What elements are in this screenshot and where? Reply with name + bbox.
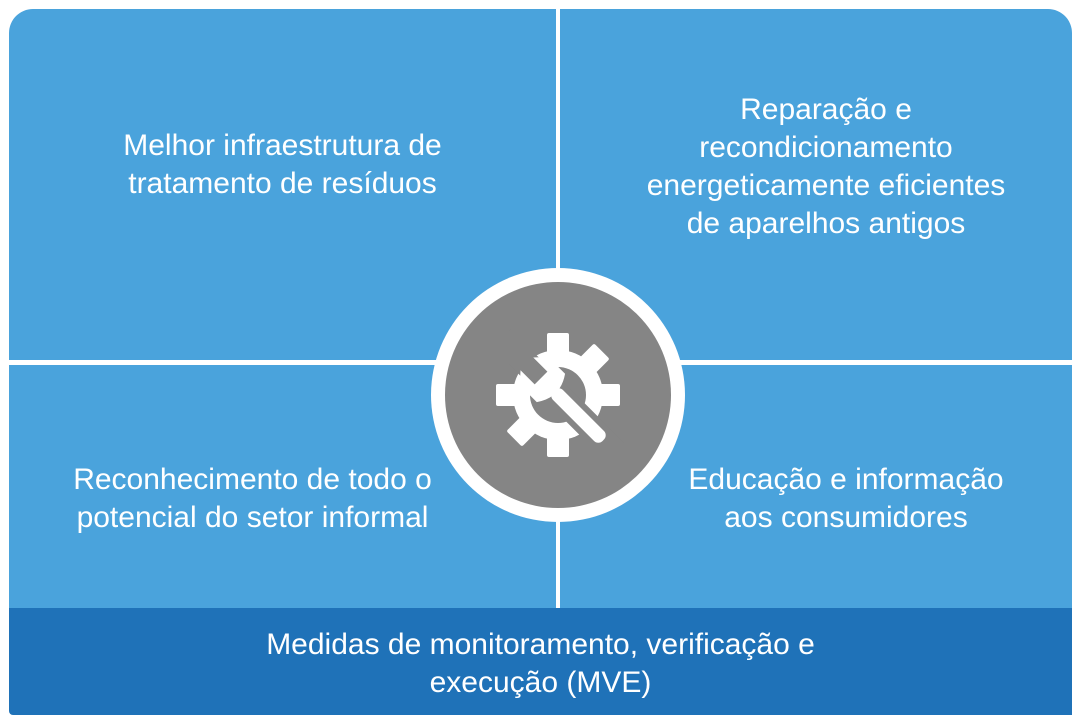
quadrant-bottom-right-text: Educação e informação aos consumidores: [688, 463, 1004, 534]
gear-wrench-icon: [492, 329, 624, 461]
quadrant-top-right: Reparação e recondicionamento energetica…: [560, 9, 1072, 360]
quadrant-bottom-left-text: Reconhecimento de todo o potencial do se…: [73, 463, 432, 534]
center-badge: [431, 268, 685, 522]
bottom-bar-text: Medidas de monitoramento, verificação e …: [266, 627, 815, 699]
quadrant-top-left: Melhor infraestrutura de tratamento de r…: [9, 9, 556, 360]
center-circle: [445, 282, 671, 508]
quadrant-top-right-text: Reparação e recondicionamento energetica…: [646, 93, 1006, 240]
quadrant-top-left-text: Melhor infraestrutura de tratamento de r…: [123, 129, 442, 200]
bottom-bar: Medidas de monitoramento, verificação e …: [9, 608, 1072, 715]
quadrant-bottom-left: Reconhecimento de todo o potencial do se…: [9, 365, 556, 608]
